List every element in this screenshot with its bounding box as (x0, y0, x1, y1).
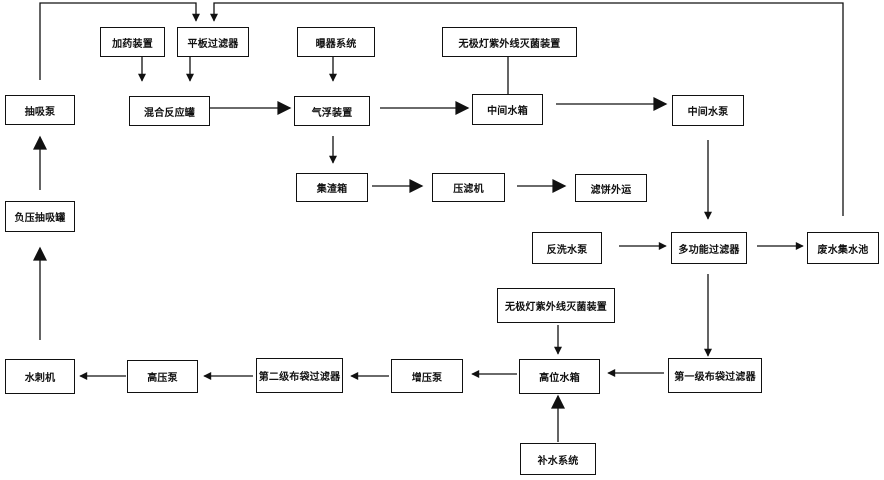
node-waste-pool: 废水集水池 (807, 232, 879, 264)
node-dosing-device: 加药装置 (100, 27, 165, 57)
node-scum-tank: 集渣箱 (296, 173, 368, 202)
node-aeration-system: 曝器系统 (297, 27, 375, 57)
node-bag-filter-1: 第一级布袋过滤器 (668, 358, 762, 393)
node-backwash-pump: 反洗水泵 (532, 232, 602, 264)
node-makeup-water: 补水系统 (520, 443, 596, 475)
node-water-jet: 水刺机 (5, 359, 75, 394)
node-filter-press: 压滤机 (432, 173, 505, 202)
connector-suction-loop (39, 2, 200, 80)
node-bag-filter-2: 第二级布袋过滤器 (256, 358, 343, 393)
node-mixing-tank: 混合反应罐 (129, 96, 210, 126)
node-high-tank: 高位水箱 (519, 359, 600, 394)
node-boost-pump: 增压泵 (391, 359, 463, 393)
node-flat-filter: 平板过滤器 (177, 27, 249, 57)
node-air-flotation: 气浮装置 (294, 96, 370, 126)
node-multi-filter: 多功能过滤器 (671, 232, 747, 264)
connector-wastepool-loop (210, 2, 844, 216)
node-mid-pump: 中间水泵 (672, 95, 744, 126)
node-hp-pump: 高压泵 (127, 360, 198, 393)
node-vacuum-tank: 负压抽吸罐 (5, 201, 75, 232)
node-uv-sterilizer-mid: 无极灯紫外线灭菌装置 (497, 288, 615, 323)
node-suction-pump: 抽吸泵 (5, 95, 75, 125)
node-mid-tank: 中间水箱 (472, 94, 543, 125)
node-sludge-out: 滤饼外运 (575, 174, 647, 202)
node-uv-sterilizer-top: 无极灯紫外线灭菌装置 (442, 27, 577, 57)
